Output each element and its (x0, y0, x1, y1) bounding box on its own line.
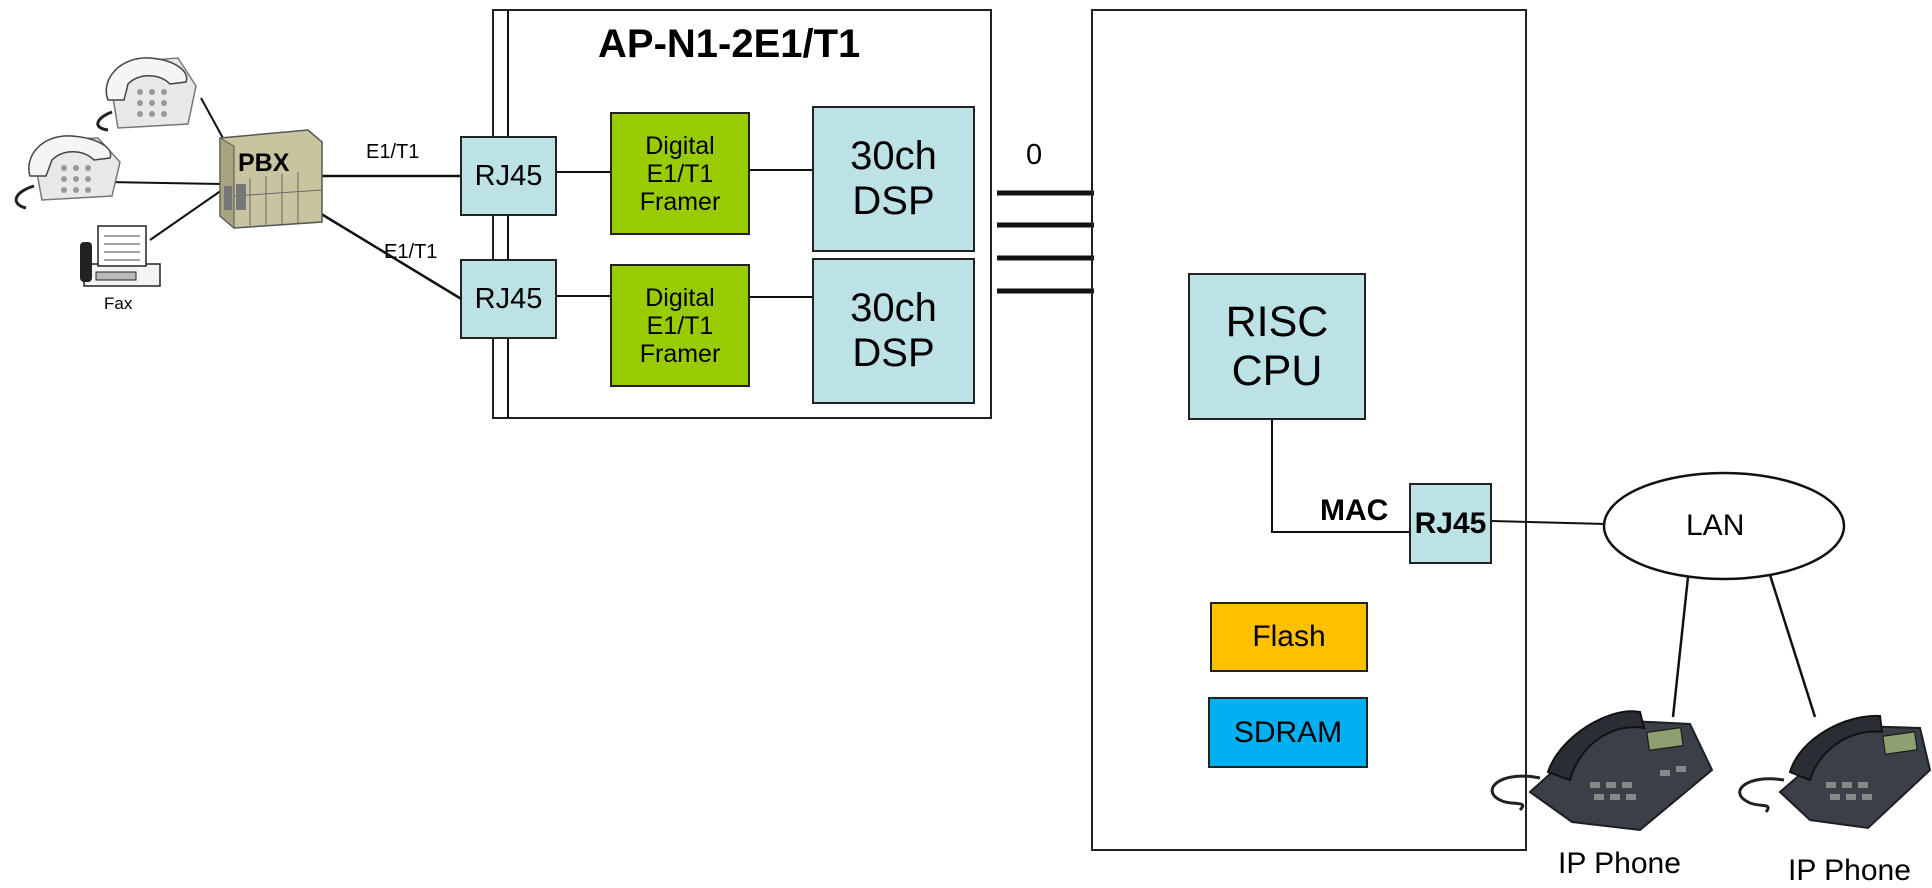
main-board-frame (1091, 9, 1527, 851)
pbx-label: PBX (238, 149, 290, 177)
rj45-port-2: RJ45 (460, 259, 557, 339)
cpu-to-mac-line (1271, 420, 1412, 533)
flash-memory: Flash (1210, 602, 1368, 672)
fax-to-pbx-line (149, 189, 223, 241)
ip-phone-1-icon (1490, 710, 1714, 832)
rj45-port-1: RJ45 (460, 136, 557, 216)
framer-1: Digital E1/T1 Framer (610, 112, 750, 235)
lan-label: LAN (1686, 509, 1745, 542)
framer-2: Digital E1/T1 Framer (610, 264, 750, 387)
ip-phone-2-icon (1738, 714, 1932, 830)
fax-label: Fax (104, 294, 133, 313)
pbx-link-label-1: E1/T1 (366, 141, 420, 163)
gateway-title: AP-N1-2E1/T1 (598, 22, 861, 66)
bus-label: 0 (1026, 139, 1043, 171)
ip-phone-label-1: IP Phone (1558, 847, 1681, 880)
fax-icon (80, 225, 161, 287)
analog-phone-2-icon (14, 135, 121, 210)
pbx-to-rj45-bottom-line (317, 210, 464, 302)
analog-phone-1-icon (96, 57, 197, 132)
risc-cpu: RISC CPU (1188, 273, 1366, 420)
sdram-memory: SDRAM (1208, 697, 1368, 768)
mac-label: MAC (1320, 494, 1389, 527)
pbx-link-label-2: E1/T1 (384, 241, 438, 263)
lan-rj45-port: RJ45 (1409, 483, 1492, 564)
dsp-2: 30ch DSP (812, 258, 975, 404)
dsp-1: 30ch DSP (812, 106, 975, 252)
ip-phone-label-2: IP Phone (1788, 854, 1911, 887)
phone1-to-pbx-line (200, 97, 225, 141)
rj45-to-lan-line (1491, 520, 1607, 525)
lan-to-phone2-line (1768, 574, 1817, 718)
phone2-to-pbx-line (107, 181, 223, 185)
lan-to-phone1-line (1671, 576, 1690, 718)
lan-cloud (1602, 471, 1846, 581)
pbx-cabinet-icon (219, 129, 323, 230)
